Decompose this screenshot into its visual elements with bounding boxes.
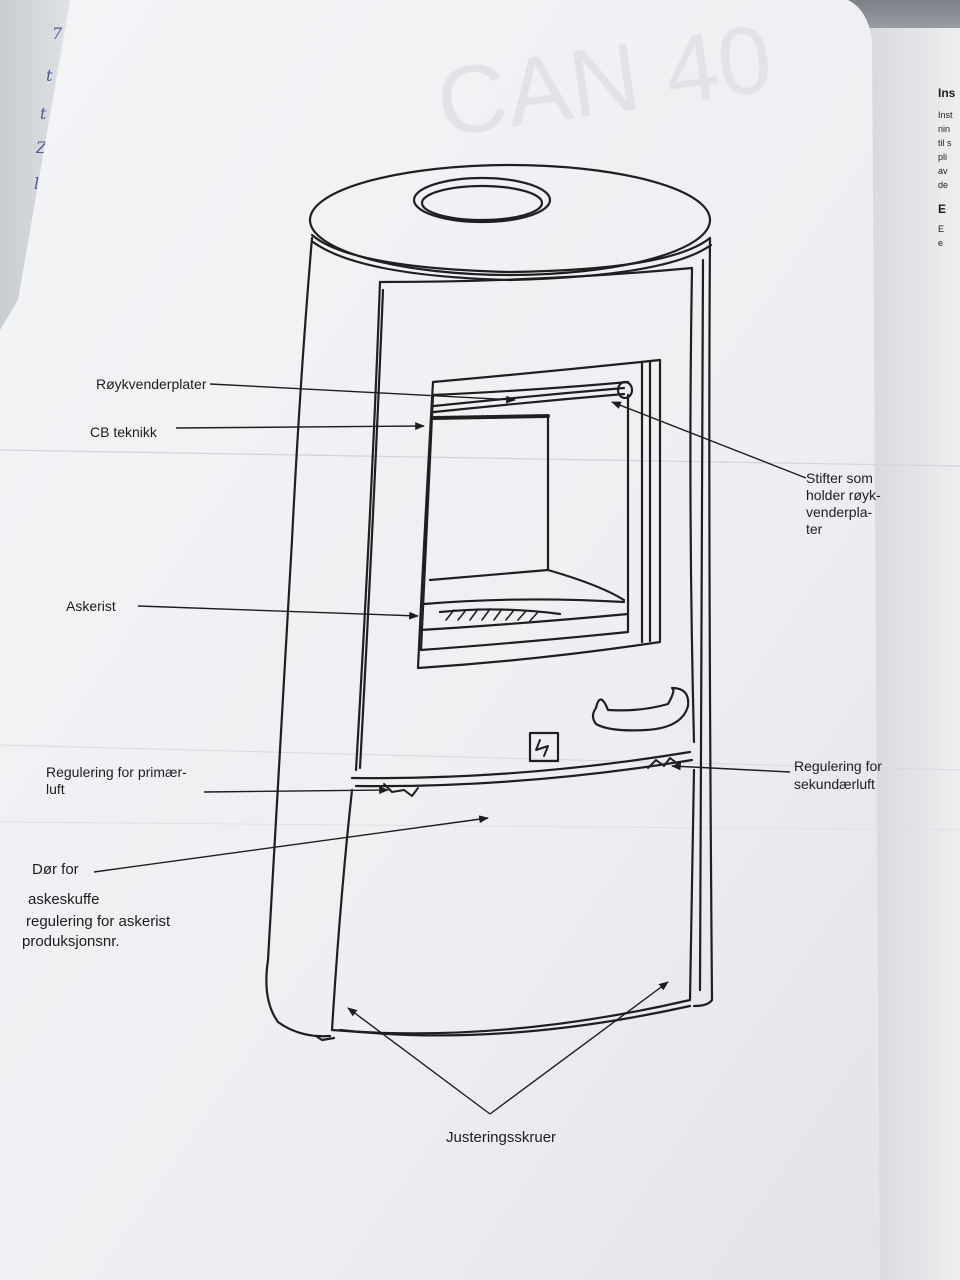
smoke-deflector [432, 386, 626, 408]
primary-air-lever [383, 783, 419, 797]
leader-sekundaerluft [671, 762, 791, 773]
deflector-end [616, 380, 634, 400]
fold-line [0, 744, 960, 771]
air-bar-top [350, 750, 692, 780]
right-page-line: Inst [938, 110, 953, 120]
firebox-floor-side [546, 568, 626, 602]
leader-roykvenderplater [209, 383, 516, 404]
label-cb-teknikk: CB teknikk [90, 424, 157, 440]
label-primaerluft-line1: Regulering for primær- [46, 764, 187, 780]
fold-line [0, 449, 960, 467]
label-regulering-askerist: regulering for askerist [26, 913, 171, 930]
front-panel-left-inner [358, 288, 385, 770]
smoke-deflector-lower [432, 392, 626, 414]
leader-askerist [137, 605, 419, 620]
paper-sheet [0, 0, 880, 1280]
leader-justering-left [347, 1007, 491, 1115]
glass-top [431, 380, 630, 397]
body-right-inner [698, 258, 705, 992]
label-roykvenderplater: Røykvenderplater [96, 376, 207, 392]
right-page-line: e [938, 238, 944, 248]
label-stifter-line1: Stifter som [806, 470, 873, 486]
right-page-line: E [938, 224, 945, 234]
label-askeskuffe: askeskuffe [28, 891, 100, 908]
right-page-subheading: E [938, 202, 947, 216]
leader-cb-teknikk [175, 422, 425, 430]
label-primaerluft-line2: luft [46, 781, 65, 797]
label-stifter-line2: holder røyk- [806, 487, 881, 503]
right-page-line: av [938, 166, 948, 176]
stove-outline [265, 163, 714, 1042]
door-handle [591, 686, 690, 732]
left-foot [314, 1034, 336, 1042]
flue-collar [412, 176, 552, 224]
brand-logo [528, 731, 560, 763]
label-sekundaerluft-line1: Regulering for [794, 758, 882, 774]
label-sekundaerluft-line2: sekundærluft [794, 776, 875, 792]
body-left-side [265, 236, 332, 1038]
margin-mark: Z [36, 138, 48, 157]
body-right-foot [692, 998, 714, 1008]
front-panel-left [354, 280, 382, 772]
leader-dor [93, 815, 489, 873]
right-page-heading: Ins [938, 86, 956, 100]
firebox-floor-back [428, 568, 550, 582]
door-frame-outer [416, 358, 662, 670]
right-page-line: nin [938, 124, 951, 134]
label-askerist: Askerist [66, 598, 116, 614]
label-stifter-line3: venderpla- [806, 504, 873, 520]
leader-lines [93, 383, 807, 1115]
body-right-side [708, 236, 714, 1002]
fold-line [0, 821, 960, 831]
margin-mark: t [46, 66, 53, 85]
label-dor-for: Dør for [32, 861, 79, 878]
right-page-line: til s [938, 138, 952, 148]
top-rim [310, 233, 712, 274]
right-page-line: pli [938, 152, 948, 162]
label-stifter-line4: ter [806, 521, 823, 537]
secondary-air-lever [647, 757, 679, 769]
ash-grate-bars [445, 608, 539, 622]
cb-strip [432, 414, 550, 420]
stove-top [308, 163, 712, 277]
leader-justering-right [489, 981, 669, 1115]
grate-lip [418, 612, 630, 632]
leader-stifter [611, 401, 807, 479]
front-panel-top [378, 266, 694, 284]
flue-collar-inner [420, 184, 544, 222]
glass-outline [419, 393, 630, 652]
front-panel-right [689, 266, 696, 744]
label-produksjonsnr: produksjonsnr. [22, 933, 120, 950]
label-justeringsskruer: Justeringsskruer [446, 1129, 557, 1146]
margin-mark: 7 [52, 24, 63, 43]
leader-primaerluft [203, 786, 389, 795]
margin-mark: l [34, 174, 40, 193]
margin-mark: t [40, 104, 47, 123]
brand-logo-mark [535, 739, 549, 757]
grate-front [422, 598, 626, 606]
right-page-line: de [938, 180, 949, 190]
air-bar-bottom [354, 758, 694, 788]
